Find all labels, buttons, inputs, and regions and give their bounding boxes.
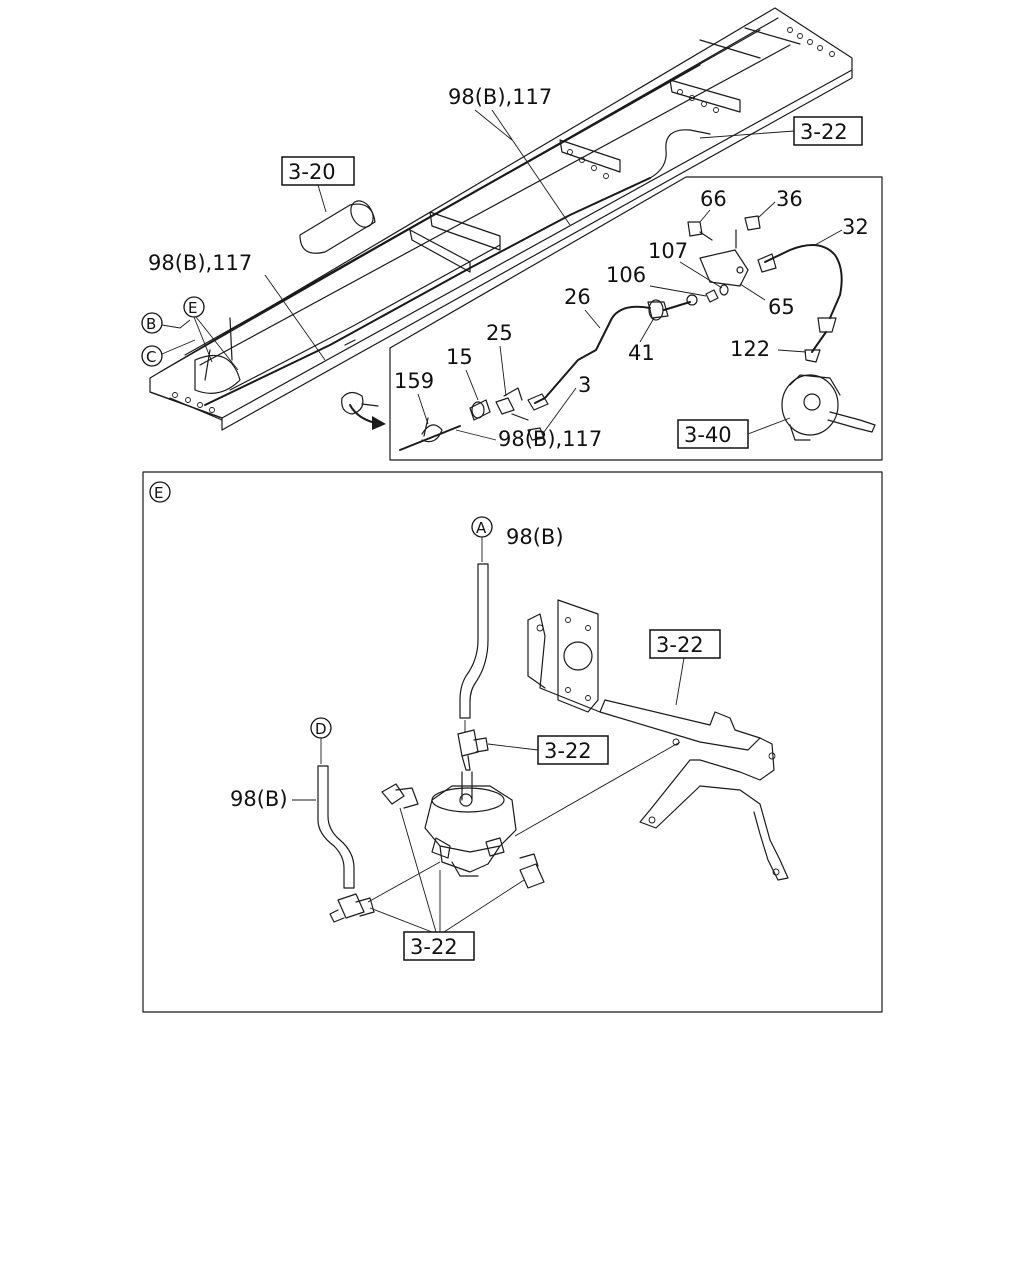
callout-122: 122 — [730, 337, 770, 361]
ref-box-3-22-bottom — [403, 931, 475, 961]
air-tank — [299, 200, 376, 254]
relay-valve — [424, 771, 517, 877]
callout-32: 32 — [842, 215, 869, 239]
callout-36: 36 — [776, 187, 803, 211]
ref-3-22-bottom: 3-22 — [410, 935, 458, 959]
ref-3-20: 3-20 — [288, 160, 336, 184]
chassis-frame-drawing — [149, 7, 853, 431]
callout-3: 3 — [578, 373, 591, 397]
detail-box-top: 66 36 32 107 106 65 26 25 15 41 3 159 12… — [389, 176, 883, 461]
letter-b: B — [146, 315, 156, 333]
label-98b-left: 98(B) — [230, 787, 288, 811]
callout-98b-117-bottom: 98(B),117 — [498, 427, 602, 451]
pipe-d — [317, 765, 355, 889]
ref-box-3-22-tee — [537, 735, 609, 765]
ref-3-22-tee: 3-22 — [544, 739, 592, 763]
callout-41: 41 — [628, 341, 655, 365]
fitting-41 — [647, 294, 698, 321]
label-98b-upper: 98(B) — [506, 525, 564, 549]
detail-e-letter: E — [154, 484, 163, 502]
tee-fitting — [457, 720, 489, 771]
callout-98b-117-top: 98(B),117 — [448, 85, 552, 109]
letter-c: C — [146, 348, 156, 366]
ref-3-22-top: 3-22 — [800, 120, 848, 144]
rail-holes — [172, 27, 835, 413]
ref-box-3-20 — [281, 156, 355, 186]
letter-c-circle — [141, 345, 163, 367]
lower-tee-fitting — [329, 893, 375, 923]
detail-box-e: E A 98(B) 3-22 — [142, 471, 883, 1013]
pipe-a — [459, 563, 489, 719]
elbow-fittings — [381, 783, 545, 889]
valve-3-40 — [781, 374, 876, 441]
callout-26: 26 — [564, 285, 591, 309]
fittings-group — [469, 387, 545, 441]
ref-box-3-40 — [677, 419, 749, 449]
callout-106: 106 — [606, 263, 646, 287]
callout-25: 25 — [486, 321, 513, 345]
callout-65: 65 — [768, 295, 795, 319]
ref-box-3-22-bracket — [649, 629, 721, 659]
ref-3-40: 3-40 — [684, 423, 732, 447]
ref-box-3-22-top — [793, 116, 863, 146]
letter-d: D — [315, 720, 327, 738]
callout-15: 15 — [446, 345, 473, 369]
ref-3-22-bracket: 3-22 — [656, 633, 704, 657]
top-callouts: 98(B),117 3-22 3-20 98(B),117 B C E — [141, 85, 863, 371]
callout-107: 107 — [648, 239, 688, 263]
callout-66: 66 — [700, 187, 727, 211]
letter-a: A — [476, 519, 487, 537]
mounting-bracket — [527, 599, 789, 881]
detail-e-circle — [149, 481, 171, 503]
callout-98b-117-left: 98(B),117 — [148, 251, 252, 275]
letter-b-circle — [141, 312, 163, 334]
callout-159: 159 — [394, 369, 434, 393]
letter-e: E — [188, 299, 197, 317]
